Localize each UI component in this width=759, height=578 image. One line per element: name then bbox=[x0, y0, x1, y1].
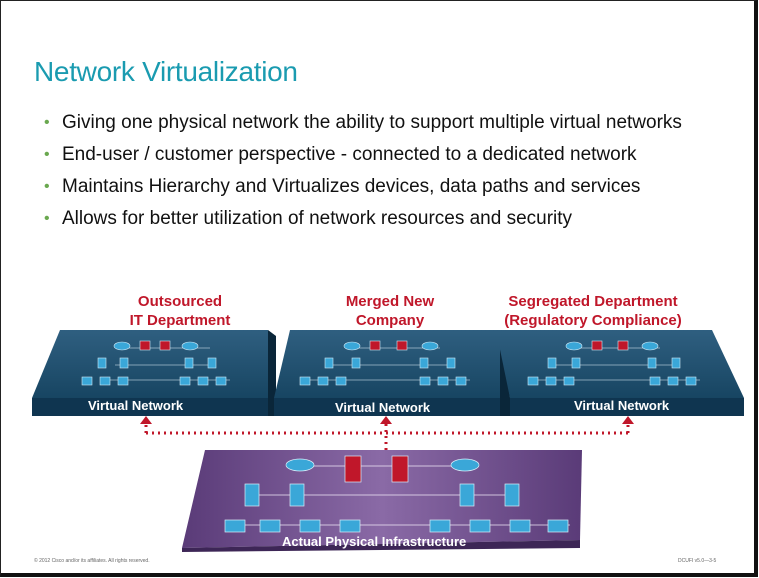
arrow-heads bbox=[140, 416, 634, 424]
virtual-network-panel-2 bbox=[274, 330, 510, 416]
vn3-heading: Segregated Department (Regulatory Compli… bbox=[504, 293, 682, 329]
dotted-connectors bbox=[144, 420, 630, 450]
list-item: •Allows for better utilization of networ… bbox=[44, 208, 573, 229]
bullet-icon: • bbox=[44, 178, 50, 195]
vn1-heading: Outsourced IT Department bbox=[129, 293, 231, 329]
footer-code: DCUFI v5.0—3-5 bbox=[678, 558, 717, 564]
list-item: •End-user / customer perspective - conne… bbox=[44, 144, 637, 165]
virtual-network-label-1: Virtual Network bbox=[88, 398, 184, 413]
physical-infrastructure-label: Actual Physical Infrastructure bbox=[282, 534, 467, 549]
list-item: •Maintains Hierarchy and Virtualizes dev… bbox=[44, 176, 641, 197]
virtual-network-label-2: Virtual Network bbox=[335, 400, 431, 415]
vn3-devices bbox=[527, 340, 700, 386]
bullet-list: •Giving one physical network the ability… bbox=[42, 112, 732, 240]
bullet-icon: • bbox=[44, 210, 50, 227]
vn2-devices bbox=[299, 340, 470, 386]
physical-devices bbox=[224, 455, 570, 533]
vn1-devices bbox=[81, 340, 230, 386]
vn2-heading: Merged New Company bbox=[345, 293, 435, 329]
bullet-icon: • bbox=[44, 146, 50, 163]
footer-copyright: © 2012 Cisco and/or its affiliates. All … bbox=[34, 558, 150, 564]
page-title: Network Virtualization bbox=[34, 56, 298, 87]
bullet-icon: • bbox=[44, 114, 50, 131]
list-item: •Giving one physical network the ability… bbox=[44, 112, 682, 133]
virtual-network-panel-3 bbox=[496, 330, 744, 416]
virtual-network-label-3: Virtual Network bbox=[574, 398, 670, 413]
